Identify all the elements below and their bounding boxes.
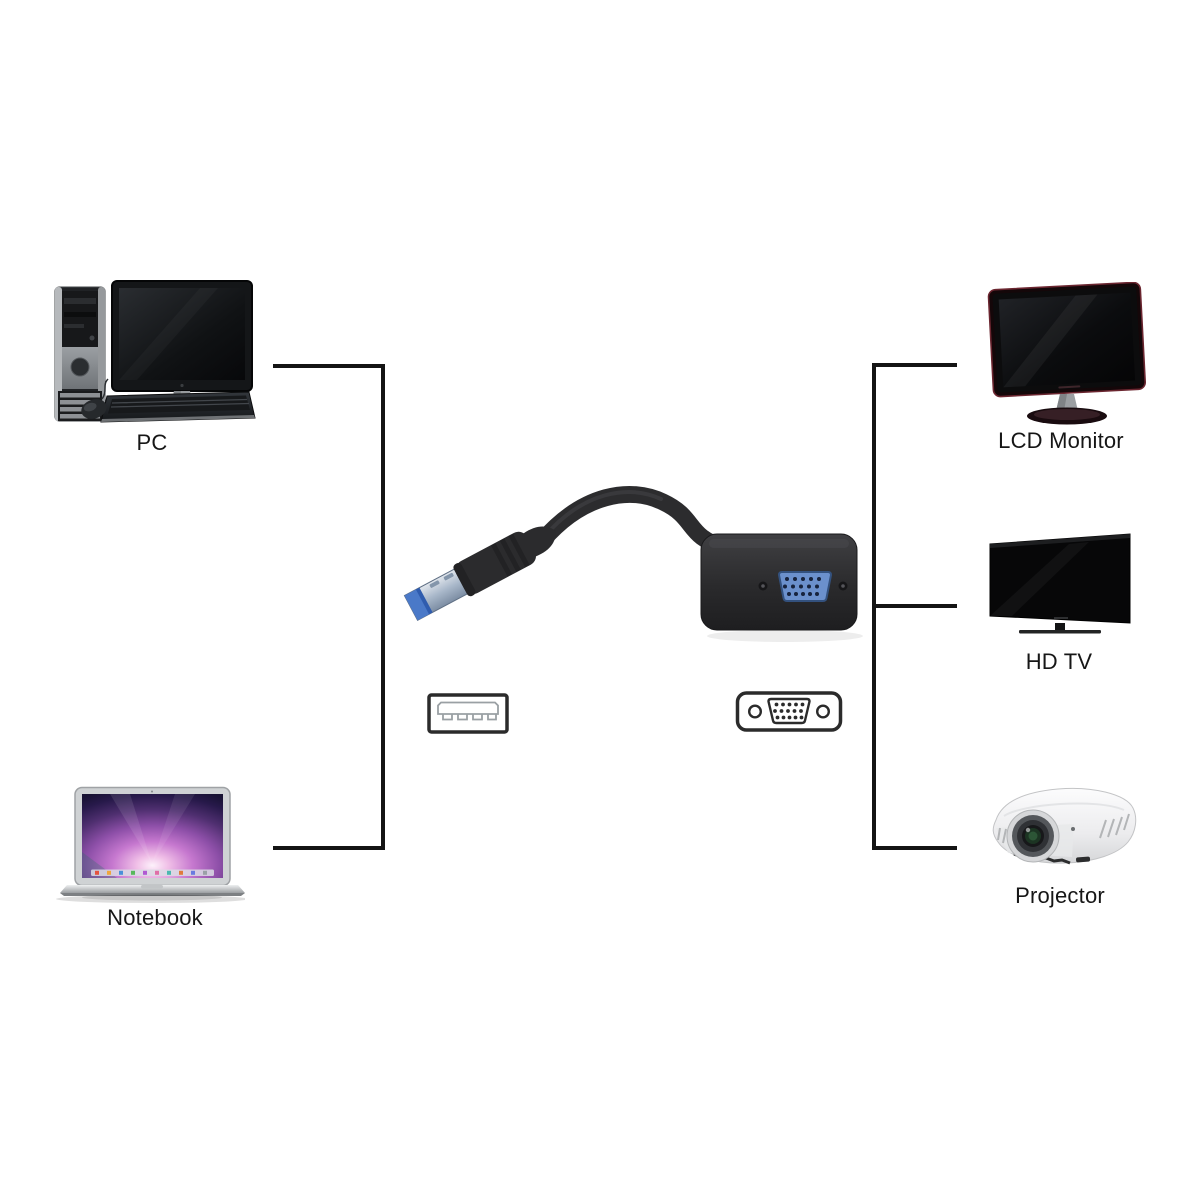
pc-keyboard xyxy=(100,391,256,423)
usb-a-port-icon xyxy=(427,693,509,734)
notebook-illustration xyxy=(55,786,245,904)
adapter-shadow xyxy=(707,630,863,642)
pc-mouse xyxy=(81,378,109,419)
left-bracket-vertical-line xyxy=(381,364,385,850)
pc-illustration xyxy=(50,279,256,431)
hdtv-panel xyxy=(989,533,1131,624)
pc-tower xyxy=(54,286,106,422)
hd-tv-label: HD TV xyxy=(1025,649,1093,674)
pc-connector-line xyxy=(273,364,383,368)
projector-connector-line xyxy=(872,846,957,850)
projector-lens xyxy=(1006,809,1060,863)
vga-port-pins xyxy=(783,577,821,596)
vga-screw-right xyxy=(815,704,830,719)
usb-to-vga-adapter-illustration xyxy=(395,484,875,659)
lcd-monitor-connector-line xyxy=(872,363,957,367)
hd-tv-illustration xyxy=(985,531,1135,653)
vga-screw-left xyxy=(747,704,763,719)
lcd-monitor-label: LCD Monitor xyxy=(998,428,1124,453)
usb-port-tongue xyxy=(437,701,499,721)
lcd-panel xyxy=(987,282,1147,398)
lcd-monitor-illustration xyxy=(982,282,1152,432)
hdtv-stand xyxy=(1019,623,1101,634)
notebook-label: Notebook xyxy=(107,905,203,930)
projector-label: Projector xyxy=(1015,883,1105,908)
usb-plug-blue-tip xyxy=(404,588,431,621)
vga-port-icon xyxy=(735,688,843,734)
adapter-vga-end xyxy=(700,533,858,631)
notebook-base xyxy=(56,885,245,903)
pc-label: PC xyxy=(136,430,168,455)
adapter-usb-plug xyxy=(403,526,556,622)
projector-illustration xyxy=(978,784,1143,879)
notebook-connector-line xyxy=(273,846,383,850)
notebook-dock-icons xyxy=(95,870,207,875)
vga-icon-pins xyxy=(773,702,805,720)
pc-monitor xyxy=(111,280,253,416)
hd-tv-connector-line xyxy=(872,604,957,608)
projector-sensor-dot xyxy=(1071,827,1075,831)
notebook-screen xyxy=(74,786,231,887)
adapter-cable xyxy=(534,485,734,557)
lcd-stand xyxy=(1027,394,1107,425)
